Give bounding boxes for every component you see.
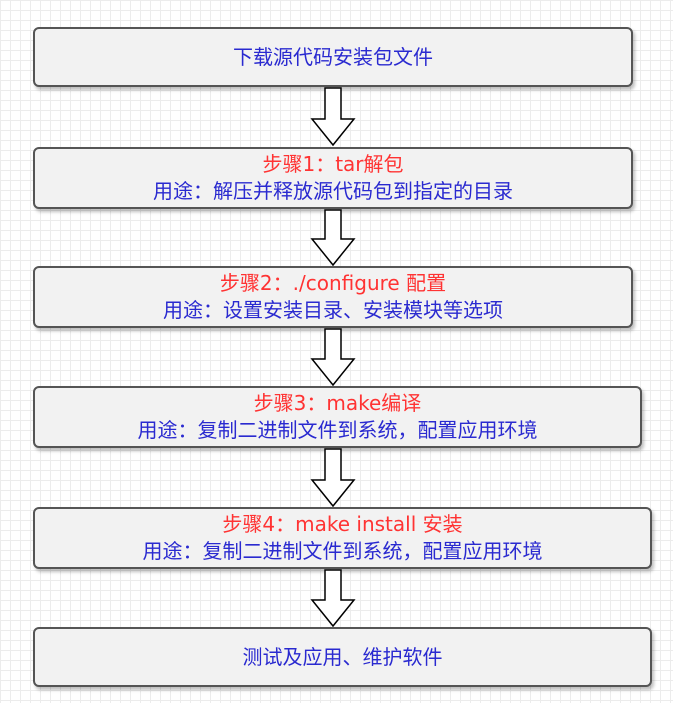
box-step1-untar: 步骤1：tar解包 用途：解压并释放源代码包到指定的目录 [33,147,633,209]
download-text: 下载源代码安装包文件 [233,44,433,69]
arrow-down-icon [310,448,356,508]
step3-desc: 用途：复制二进制文件到系统，配置应用环境 [137,418,538,442]
box-test-maintain: 测试及应用、维护软件 [33,627,652,687]
step1-desc: 用途：解压并释放源代码包到指定的目录 [153,179,513,203]
step4-desc: 用途：复制二进制文件到系统，配置应用环境 [142,539,543,563]
step3-title: 步骤3：make编译 [253,391,422,415]
step2-desc: 用途：设置安装目录、安装模块等选项 [163,298,503,322]
step4-title: 步骤4：make install 安装 [222,512,463,536]
step1-title: 步骤1：tar解包 [262,152,404,176]
test-text: 测试及应用、维护软件 [242,644,443,669]
step2-title: 步骤2：./configure 配置 [219,271,447,295]
arrow-down-icon [310,209,356,267]
box-step4-make-install: 步骤4：make install 安装 用途：复制二进制文件到系统，配置应用环境 [33,507,652,569]
arrow-down-icon [310,87,356,147]
arrow-down-icon [310,569,356,628]
arrow-down-icon [310,328,356,387]
box-step2-configure: 步骤2：./configure 配置 用途：设置安装目录、安装模块等选项 [33,266,633,328]
box-step3-make: 步骤3：make编译 用途：复制二进制文件到系统，配置应用环境 [33,386,642,448]
box-download-source: 下载源代码安装包文件 [33,27,633,87]
